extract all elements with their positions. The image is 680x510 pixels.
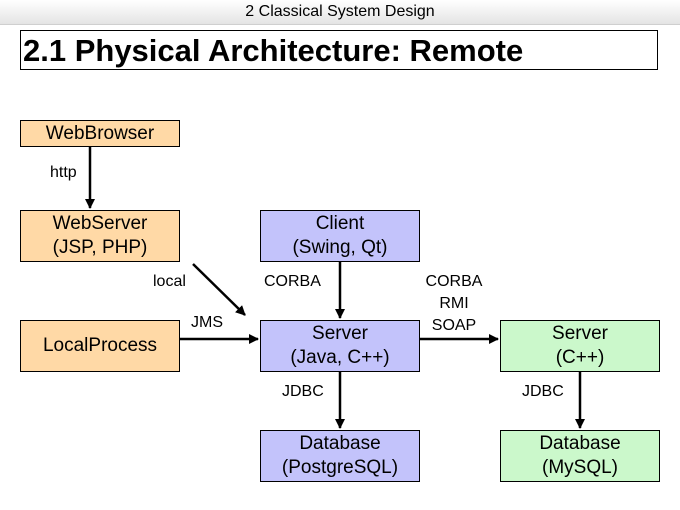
webbrowser-label: WebBrowser <box>45 122 155 144</box>
edge-label-jms: JMS <box>191 314 223 331</box>
client-node: Client (Swing, Qt) <box>260 210 420 262</box>
database-postgresql-node: Database (PostgreSQL) <box>260 430 420 482</box>
server-cpp-tech: (C++) <box>555 347 605 368</box>
webserver-node: WebServer (JSP, PHP) <box>20 210 180 262</box>
server-java-node: Server (Java, C++) <box>260 320 420 372</box>
edge-label-http: http <box>50 164 77 181</box>
database-postgresql-tech: (PostgreSQL) <box>281 457 399 478</box>
webserver-label: WebServer <box>52 213 148 234</box>
client-tech: (Swing, Qt) <box>292 237 388 258</box>
chapter-header: 2 Classical System Design <box>0 0 680 25</box>
server-cpp-node: Server (C++) <box>500 320 660 372</box>
edge-label-local: local <box>153 273 186 290</box>
database-postgresql-label: Database <box>299 433 381 454</box>
database-mysql-node: Database (MySQL) <box>500 430 660 482</box>
localprocess-node: LocalProcess <box>20 320 180 372</box>
server-java-tech: (Java, C++) <box>290 347 390 368</box>
client-label: Client <box>315 213 365 234</box>
edge-label-corba-client: CORBA <box>264 273 321 290</box>
database-mysql-tech: (MySQL) <box>542 457 618 478</box>
database-mysql-label: Database <box>539 433 621 454</box>
edge-label-jdbc-left: JDBC <box>282 383 324 400</box>
edge-label-jdbc-right: JDBC <box>522 383 564 400</box>
webserver-tech: (JSP, PHP) <box>52 237 148 258</box>
server-cpp-label: Server <box>552 323 608 344</box>
localprocess-label: LocalProcess <box>42 335 158 356</box>
edge-label-remote-rmi: RMI <box>439 295 469 312</box>
arrow-local <box>192 263 246 316</box>
edge-label-remote-soap: SOAP <box>431 317 477 334</box>
server-java-label: Server <box>312 323 368 344</box>
webbrowser-node: WebBrowser <box>20 120 180 147</box>
slide-title: 2.1 Physical Architecture: Remote <box>20 30 658 70</box>
edge-label-remote-corba: CORBA <box>425 273 483 290</box>
